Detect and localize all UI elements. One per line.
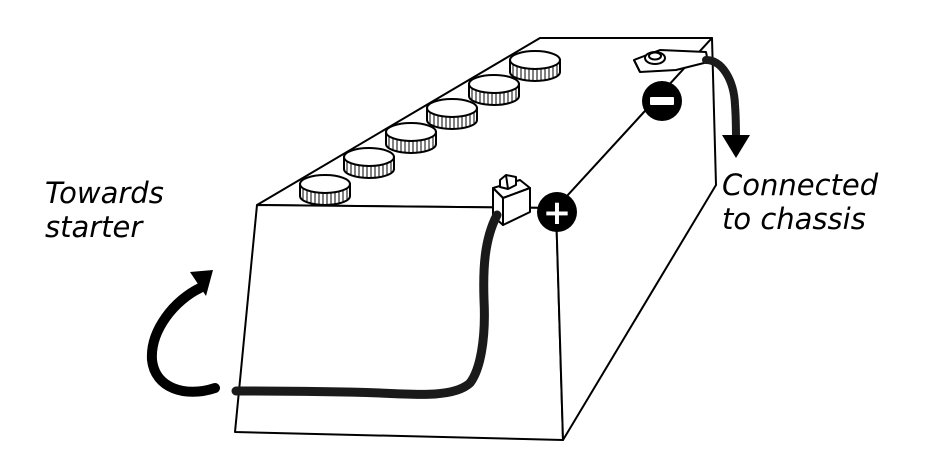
- label-towards-starter-line1: Towards: [45, 176, 164, 210]
- cell-caps: [299, 50, 561, 206]
- label-connected-to-chassis-line1: Connected: [722, 168, 879, 202]
- svg-text:+: +: [543, 193, 572, 233]
- cell-cap: [426, 98, 478, 130]
- label-connected-to-chassis: Connected to chassis: [722, 168, 878, 236]
- negative-symbol-icon: −: [642, 81, 682, 121]
- cell-cap: [343, 147, 395, 179]
- negative-cable-arrow: [702, 56, 740, 144]
- cell-cap: [468, 74, 520, 106]
- cell-cap: [509, 50, 561, 82]
- starter-arrowhead: [190, 270, 213, 296]
- label-towards-starter-line2: starter: [45, 210, 143, 244]
- chassis-arrowhead: [722, 135, 750, 158]
- cell-cap: [385, 122, 437, 154]
- starter-curved-arrow: [146, 283, 220, 397]
- positive-cable: [231, 210, 502, 399]
- positive-symbol-icon: +: [537, 192, 577, 233]
- label-connected-to-chassis-line2: to chassis: [722, 202, 866, 236]
- label-towards-starter: Towards starter: [45, 176, 164, 244]
- battery-front-face: [234, 204, 564, 441]
- negative-terminal-post: [633, 49, 709, 73]
- cell-cap: [299, 174, 351, 206]
